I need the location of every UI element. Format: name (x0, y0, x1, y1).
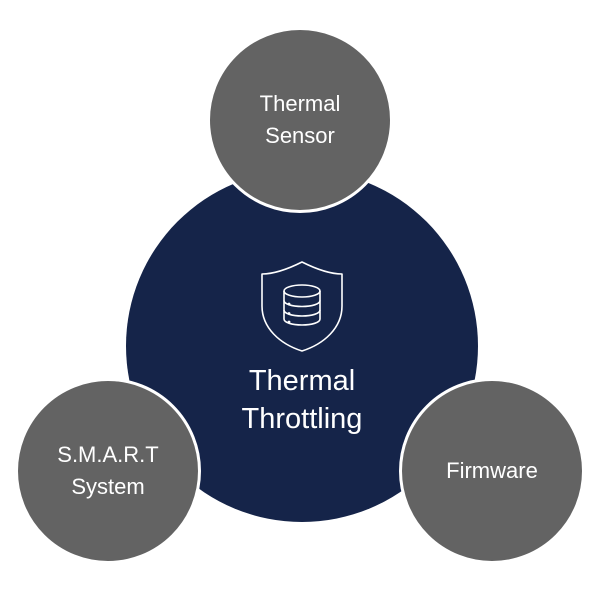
thermal-sensor-label: Thermal Sensor (259, 91, 341, 148)
firmware-circle: Firmware (399, 378, 585, 564)
smart-system-circle: S.M.A.R.T System (15, 378, 201, 564)
center-content: Thermal Throttling (126, 170, 478, 522)
thermal-sensor-circle: Thermal Sensor (207, 27, 393, 213)
center-label: Thermal Throttling (241, 365, 363, 435)
firmware-label: Firmware (446, 458, 538, 483)
smart-system-label: S.M.A.R.T System (57, 442, 159, 499)
shield-database-icon (261, 261, 343, 352)
